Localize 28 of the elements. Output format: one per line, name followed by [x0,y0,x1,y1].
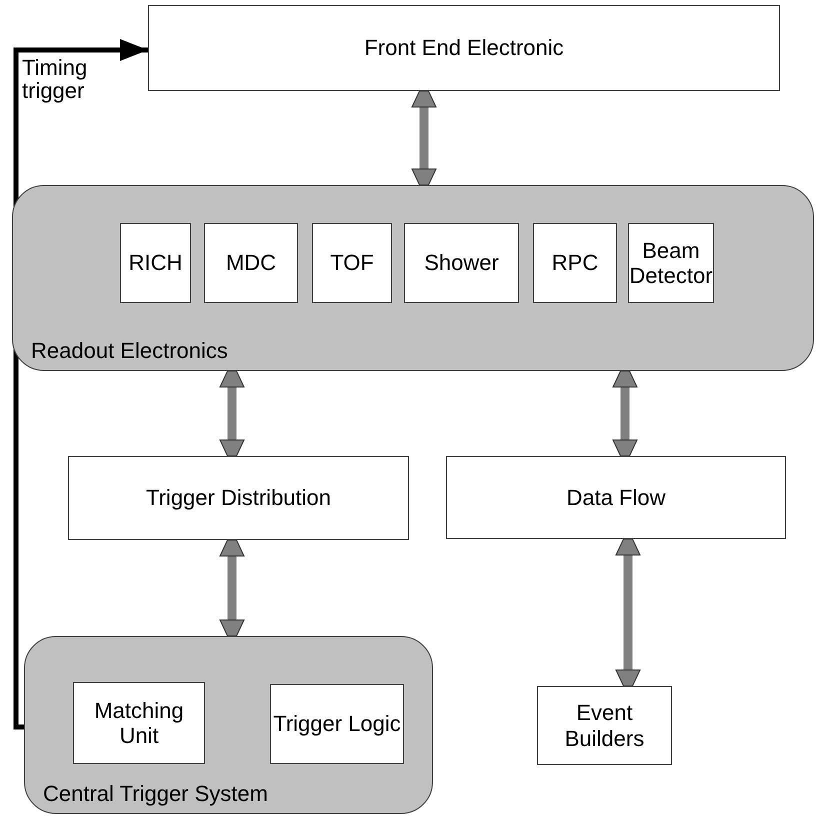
process-box [446,456,786,539]
process-box [68,456,409,540]
box-label: RPC [552,250,598,276]
process-box [148,5,780,91]
box-label: RICH [128,250,182,276]
box-label: Trigger Distribution [146,485,332,511]
process-box [312,223,392,303]
process-box [120,223,191,303]
box-label: Shower [424,250,499,276]
box-label: Event Builders [564,700,646,751]
process-box [537,686,672,765]
process-box [404,223,519,303]
process-box [533,223,617,303]
process-box [73,682,205,764]
box-label: MDC [226,250,276,276]
box-label: Beam Detector [629,238,713,288]
box-label: Matching Unit [93,698,185,748]
group-label: Readout Electronics [31,338,228,364]
group-panel [12,185,814,371]
box-label: Data Flow [566,484,666,510]
group-label: Central Trigger System [43,781,268,807]
group-panel [24,636,433,814]
process-box [628,223,714,303]
box-label: Trigger Logic [273,711,401,737]
box-label: TOF [330,250,374,276]
process-box [204,223,298,303]
process-box [270,684,404,764]
box-label: Front End Electronic [364,35,564,61]
